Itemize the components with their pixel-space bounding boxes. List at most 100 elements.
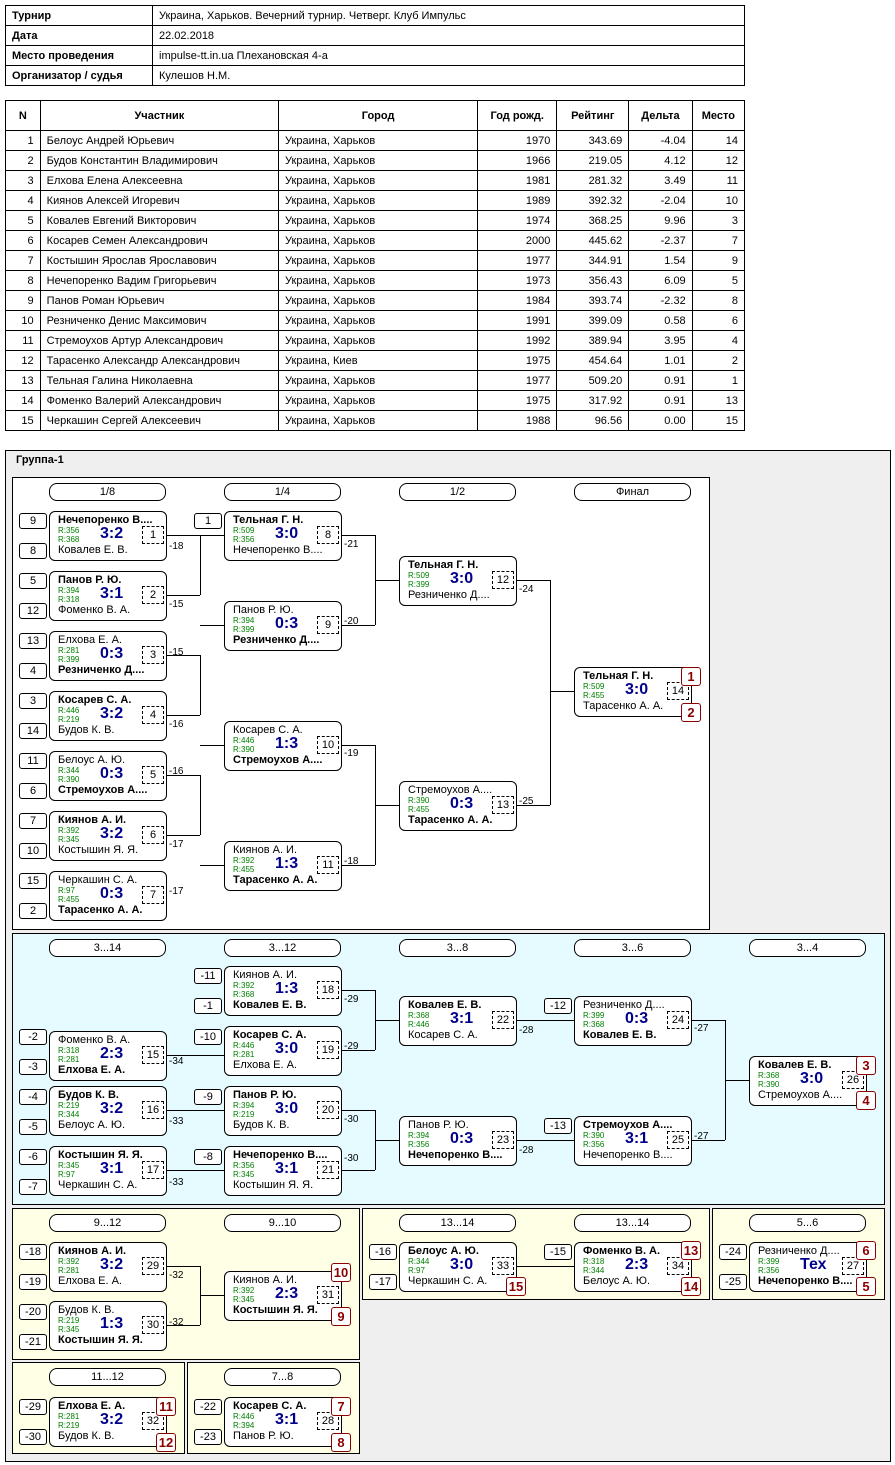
table-cell: 6 [691,310,746,331]
connector-line [200,865,224,866]
player-1-name: Черкашин С. А. [58,874,138,886]
match-number: 13 [492,796,514,814]
player-2-rating: R:219 [58,715,80,724]
player-2-name: Стремоухов А.... [58,784,148,796]
match-score: 0:3 [450,1130,474,1147]
loser-label: -30 [344,1153,359,1164]
seed-box: -6 [19,1149,47,1165]
seed-box: -13 [544,1118,572,1134]
match-box: Будов К. В. R:219 R:345 1:3 30 Костышин … [49,1301,167,1351]
player-2-rating: R:356 [408,1140,430,1149]
info-value: Кулешов Н.М. [152,65,745,86]
player-1-rating: R:392 [233,1286,255,1295]
player-1-rating: R:394 [408,1131,430,1140]
table-cell: Елхова Елена Алексеевна [39,170,280,191]
player-2-rating: R:281 [58,1266,80,1275]
player-1-rating: R:318 [583,1257,605,1266]
player-2-name: Черкашин С. А. [408,1275,488,1287]
player-2-rating: R:281 [58,1055,80,1064]
table-cell: Украина, Харьков [278,130,479,151]
table-cell: 454.64 [556,350,630,371]
loser-label: -21 [344,539,359,550]
loser-label: -29 [344,994,359,1005]
table-cell: 3 [691,210,746,231]
loser-label: -18 [169,541,184,552]
connector-line [166,1325,200,1326]
match-number: 23 [492,1131,514,1149]
table-cell: 12 [5,350,41,371]
table-cell: Украина, Харьков [278,190,479,211]
match-number: 21 [317,1161,339,1179]
seed-box: -17 [369,1274,397,1290]
table-cell: Белоус Андрей Юрьевич [39,130,280,151]
connector-line [341,745,375,746]
seed-box: -29 [19,1399,47,1415]
table-cell: Украина, Харьков [278,370,479,391]
match-number: 27 [842,1257,864,1275]
seed-box: 7 [19,813,47,829]
table-cell: 9 [5,290,41,311]
connector-line [166,775,200,776]
player-2-name: Тарасенко А. А. [408,814,493,826]
match-score: 3:1 [100,585,124,602]
seed-box: -30 [19,1429,47,1445]
match-number: 29 [142,1257,164,1275]
match-box: Белоус А. Ю. R:344 R:390 0:3 5 Стремоухо… [49,751,167,801]
player-2-name: Будов К. В. [233,1119,290,1131]
info-key: Организатор / судья [5,65,153,86]
connector-line [200,745,224,746]
player-1-rating: R:281 [58,1412,80,1421]
connector-line [375,580,399,581]
match-box: Нечепоренко В.... R:356 R:345 3:1 21 Кос… [224,1146,342,1196]
match-score: 3:2 [100,1100,124,1117]
table-cell: -2.32 [628,290,693,311]
match-score: 3:2 [100,705,124,722]
player-2-name: Резниченко Д.... [233,634,320,646]
table-cell: 0.00 [628,410,693,431]
table-cell: 445.62 [556,230,630,251]
match-box: Киянов А. И. R:392 R:455 1:3 11 Тарасенк… [224,841,342,891]
table-cell: 11 [691,170,746,191]
match-number: 26 [842,1071,864,1089]
info-key: Дата [5,25,153,46]
table-cell: 1984 [477,290,558,311]
place-badge: 6 [856,1241,876,1260]
player-1-rating: R:390 [408,796,430,805]
match-number: 19 [317,1041,339,1059]
connector-line [516,1266,574,1267]
table-cell: 1.01 [628,350,693,371]
seed-box: -16 [369,1244,397,1260]
match-score: 0:3 [450,795,474,812]
match-number: 22 [492,1011,514,1029]
match-score: 0:3 [100,765,124,782]
table-cell: 1992 [477,330,558,351]
table-cell: Тельная Галина Николаевна [39,370,280,391]
player-2-rating: R:399 [408,580,430,589]
player-1-name: Киянов А. И. [233,1274,298,1286]
round-header: 3...12 [224,939,341,957]
player-2-rating: R:356 [758,1266,780,1275]
player-2-rating: R:344 [58,1110,80,1119]
table-cell: Украина, Харьков [278,230,479,251]
column-header: Участник [39,100,280,131]
player-2-name: Тарасенко А. А. [58,904,143,916]
player-2-name: Тарасенко А. А. [583,700,664,712]
match-score: 3:1 [275,1160,299,1177]
table-cell: 1970 [477,130,558,151]
table-cell: 0.91 [628,390,693,411]
player-2-name: Белоус А. Ю. [58,1119,126,1131]
seed-box: -4 [19,1089,47,1105]
table-cell: 219.05 [556,150,630,171]
table-cell: 509.20 [556,370,630,391]
player-2-rating: R:97 [58,1170,75,1179]
player-2-rating: R:399 [233,625,255,634]
loser-label: -33 [169,1177,184,1188]
match-box: Панов Р. Ю. R:394 R:219 3:0 20 Будов К. … [224,1086,342,1136]
match-number: 1 [142,526,164,544]
match-box: Панов Р. Ю. R:394 R:356 0:3 23 Нечепорен… [399,1116,517,1166]
table-cell: 393.74 [556,290,630,311]
player-2-rating: R:455 [408,805,430,814]
seed-box: -12 [544,998,572,1014]
